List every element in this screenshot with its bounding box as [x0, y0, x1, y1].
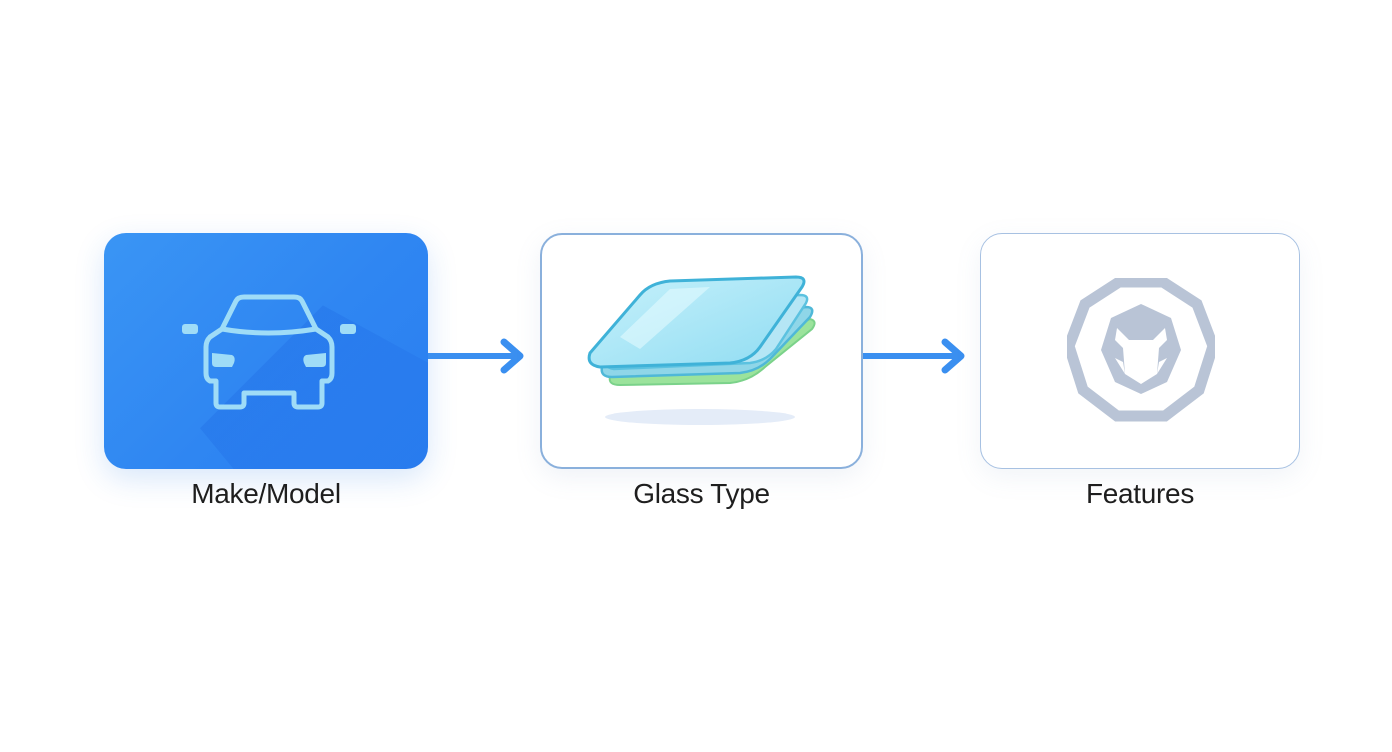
- glass-layers-icon: [587, 275, 816, 425]
- features-badge-icon: [1067, 278, 1215, 422]
- step-card-make-model[interactable]: [104, 233, 428, 469]
- step-label-features: Features: [1085, 478, 1195, 509]
- step-card-glass-type[interactable]: [540, 233, 863, 469]
- arrow-right-icon: [863, 338, 965, 374]
- step-label-glass-type: Glass Type: [633, 478, 770, 509]
- step-card-features[interactable]: [980, 233, 1300, 469]
- car-icon: [182, 294, 356, 410]
- step-label-make-model: Make/Model: [191, 478, 341, 509]
- arrow-right-icon: [428, 338, 524, 374]
